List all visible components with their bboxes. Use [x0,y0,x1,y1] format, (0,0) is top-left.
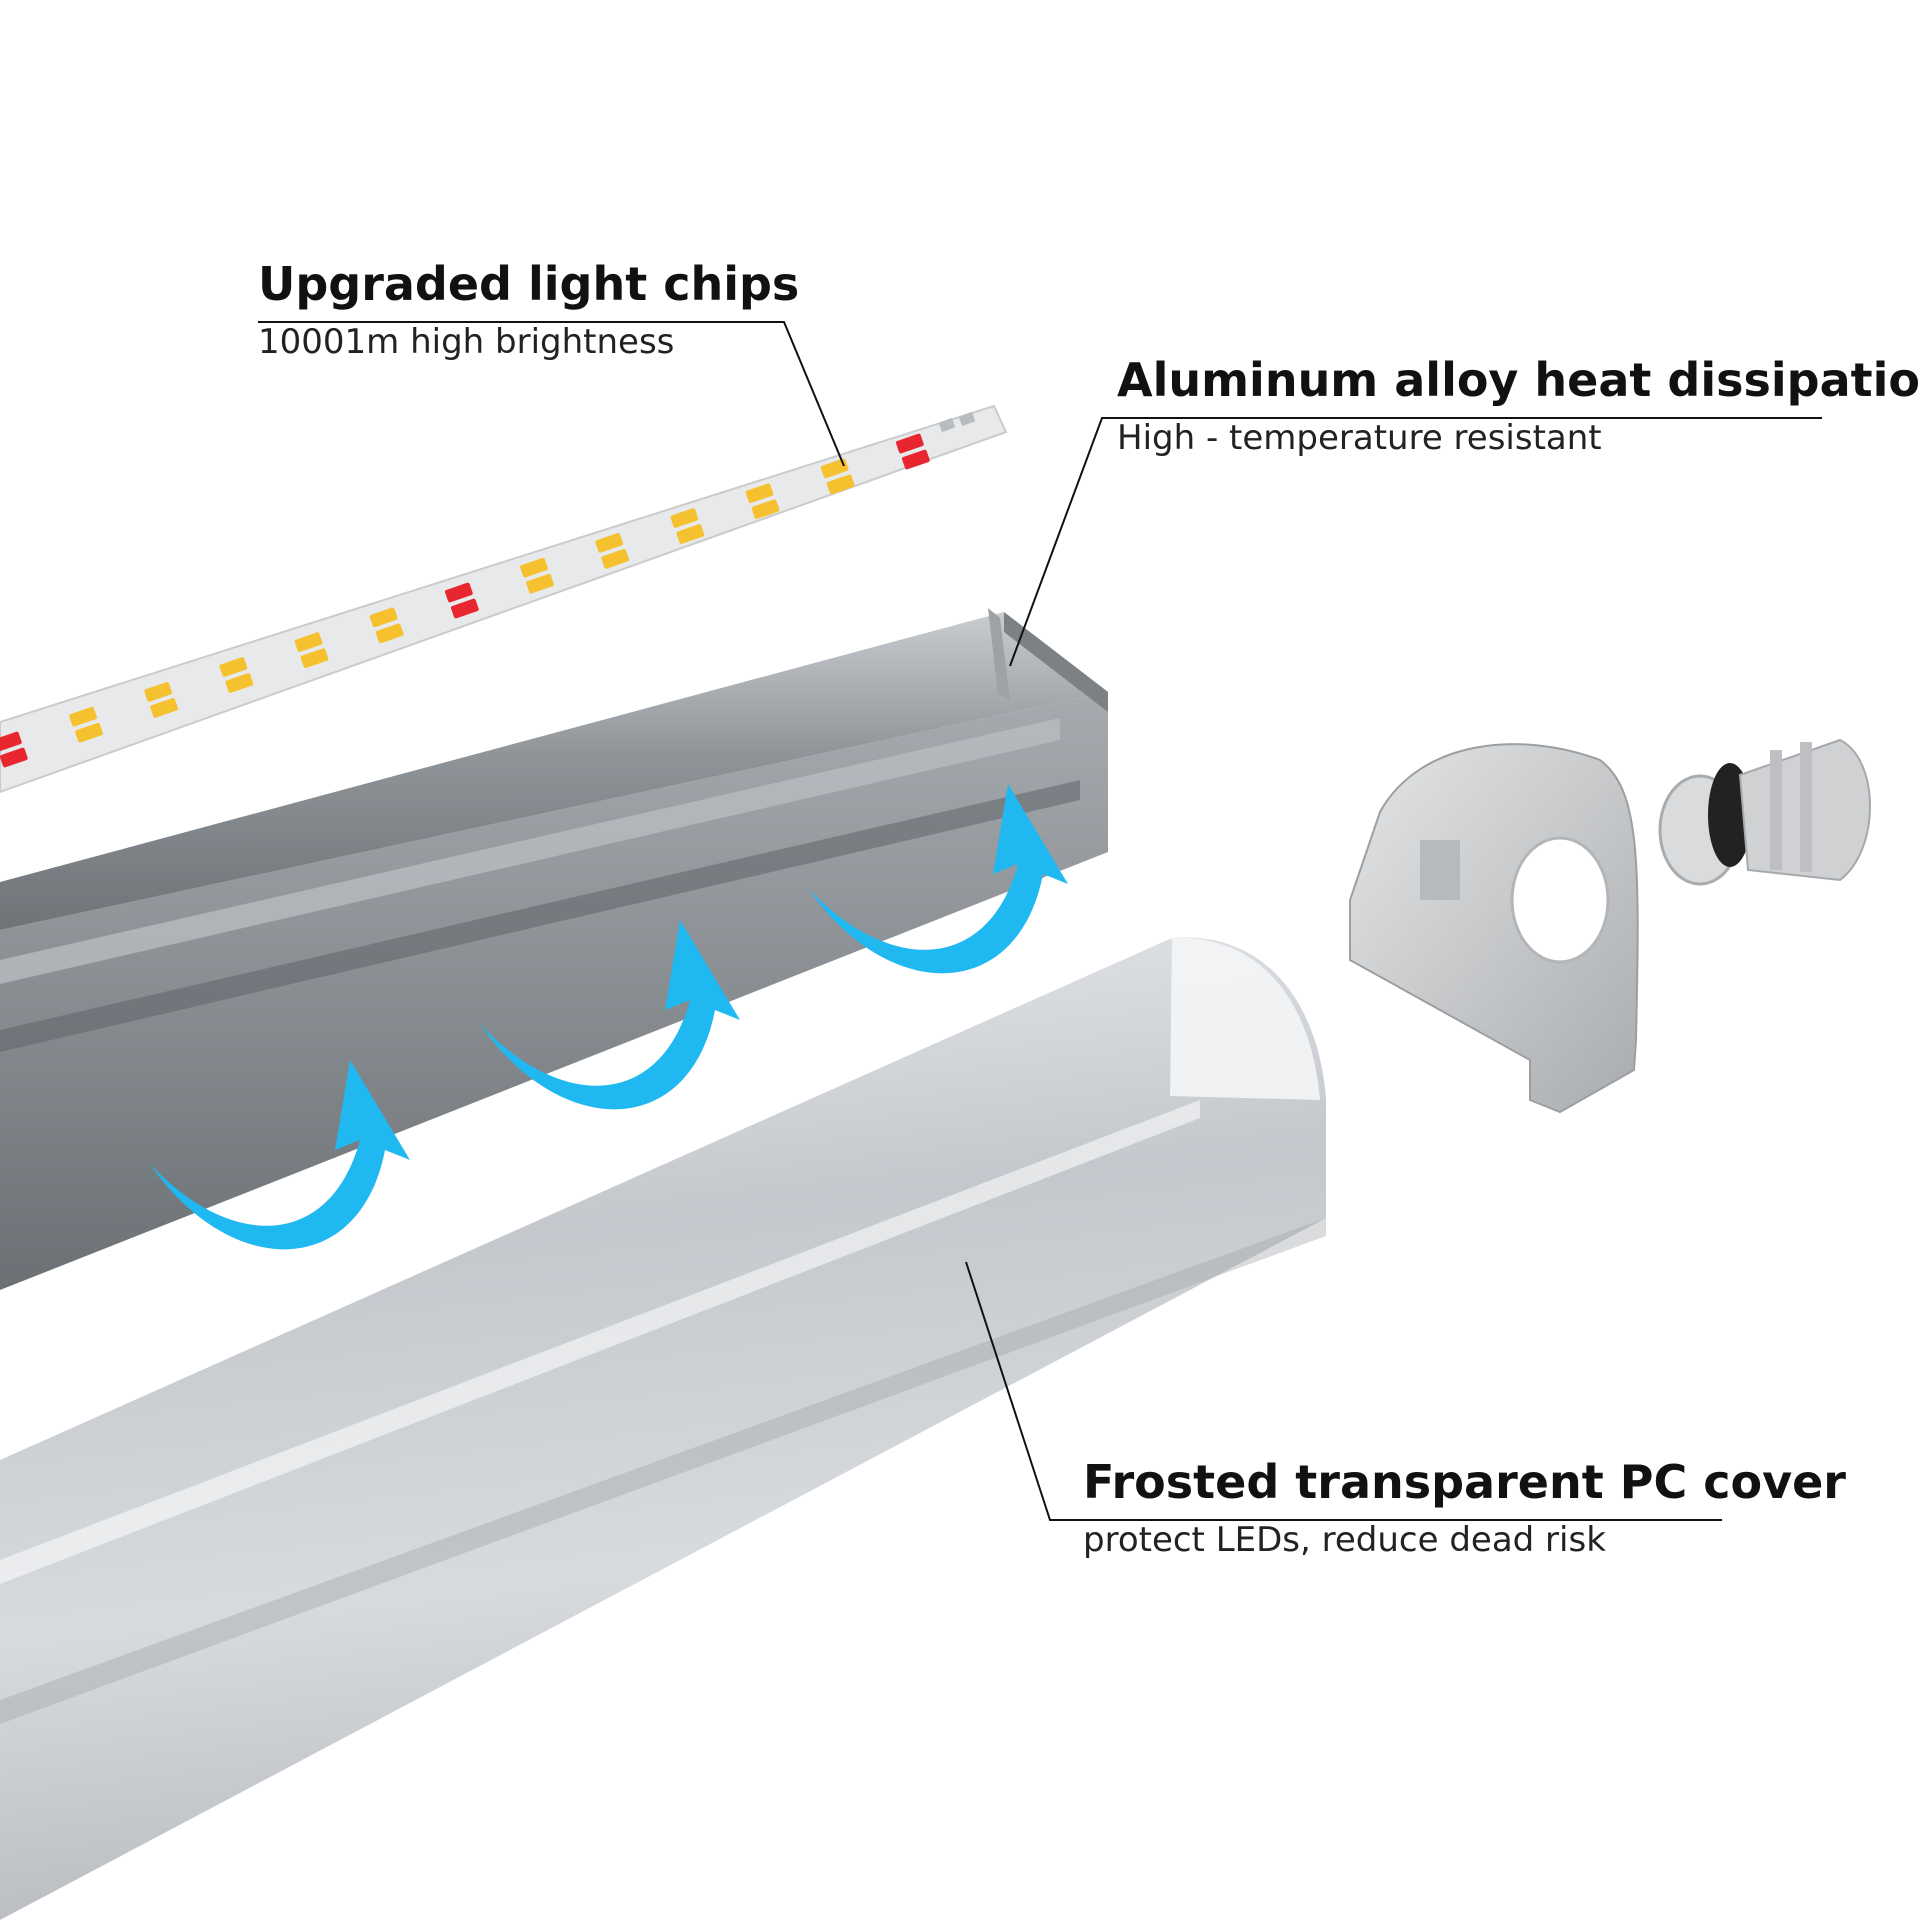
led-chip [450,598,479,619]
led-chip [820,458,849,479]
callout-subtitle: High - temperature resistant [1117,418,1602,458]
cable-gland-icon [1658,738,1871,886]
led-chip [0,747,28,768]
led-chip [444,582,473,603]
led-chip [895,433,924,454]
pc-cover-icon [0,937,1326,1920]
led-chip [75,722,103,743]
callout-pc-cover: Frosted transparent PC cover protect LED… [1083,1454,1846,1562]
aluminum-profile-icon [0,608,1108,1290]
led-chip [219,657,248,677]
leader-line-cover [965,1261,1722,1521]
led-chip [294,632,323,653]
callout-aluminum-heat-dissipation: Aluminum alloy heat dissipation High - t… [1117,352,1920,460]
leader-line-chips [258,321,845,467]
led-chip [595,533,624,553]
callout-title: Upgraded light chips [258,257,800,311]
led-chip [676,524,705,544]
callout-subtitle: protect LEDs, reduce dead risk [1083,1520,1606,1560]
led-chip [670,508,699,528]
led-chip [526,573,554,594]
callout-title: Aluminum alloy heat dissipation [1117,353,1920,407]
led-chip [69,706,97,727]
led-strip-icon [0,404,1008,794]
led-chip [745,483,774,504]
led-chip [601,549,630,569]
led-chip [150,698,179,718]
led-chip [375,623,404,644]
led-chip [751,499,780,520]
led-chip [826,474,855,495]
led-chip [0,731,22,752]
led-chip [520,557,548,578]
end-cap-icon [1349,743,1639,1114]
led-chip [369,607,398,628]
callout-subtitle: 10001m high brightness [258,322,675,362]
callout-title: Frosted transparent PC cover [1083,1455,1846,1509]
led-chip [300,648,329,669]
leader-lines [258,321,1822,1521]
led-chip [225,673,254,693]
led-chip [144,682,173,702]
led-chip [901,449,930,470]
airflow-arrow-icon [150,784,1068,1250]
callout-light-chips: Upgraded light chips 10001m high brightn… [258,256,799,364]
leader-line-aluminum [1009,417,1822,667]
